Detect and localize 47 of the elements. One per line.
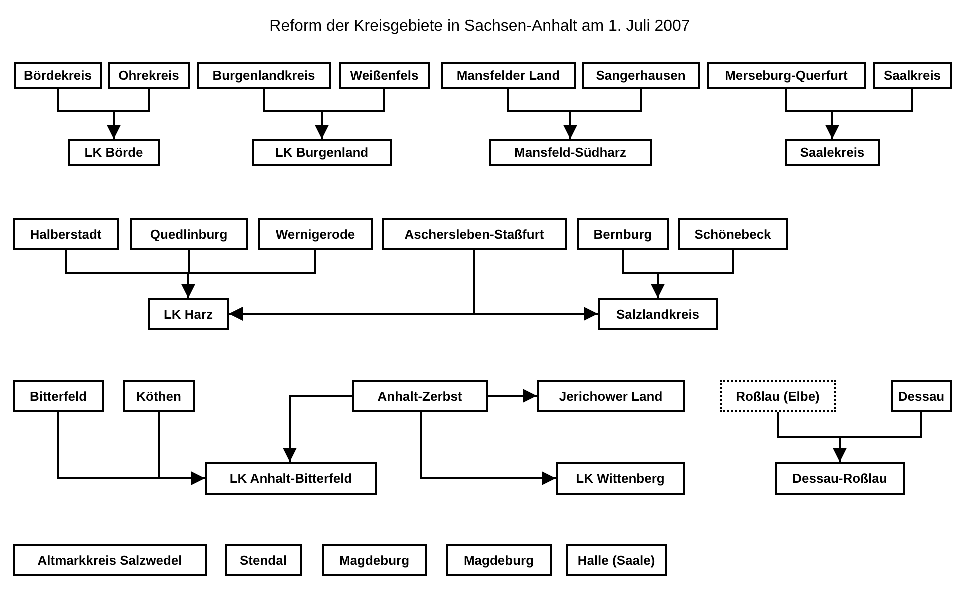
district-box: Saalkreis bbox=[873, 62, 952, 89]
district-box: Saalekreis bbox=[785, 139, 880, 166]
district-box: Schönebeck bbox=[678, 218, 788, 250]
district-box: Roßlau (Elbe) bbox=[720, 380, 836, 412]
district-box: Dessau-Roßlau bbox=[775, 462, 905, 495]
district-box: Anhalt-Zerbst bbox=[352, 380, 488, 412]
district-box: Halberstadt bbox=[13, 218, 119, 250]
district-box: Mansfelder Land bbox=[441, 62, 576, 89]
district-box: Burgenlandkreis bbox=[197, 62, 331, 89]
district-box: LK Harz bbox=[148, 298, 229, 330]
district-box: LK Börde bbox=[68, 139, 160, 166]
district-box: Magdeburg bbox=[322, 544, 427, 576]
district-box: Sangerhausen bbox=[582, 62, 700, 89]
district-box: LK Burgenland bbox=[252, 139, 392, 166]
district-box: Salzlandkreis bbox=[598, 298, 718, 330]
arrow bbox=[107, 89, 150, 139]
district-box: Altmarkkreis Salzwedel bbox=[13, 544, 207, 576]
arrow bbox=[473, 250, 598, 321]
arrow bbox=[833, 412, 922, 462]
district-box: Jerichower Land bbox=[537, 380, 685, 412]
district-box: Halle (Saale) bbox=[566, 544, 667, 576]
diagram-title: Reform der Kreisgebiete in Sachsen-Anhalt am 1. Juli 2007 bbox=[268, 18, 692, 36]
arrow bbox=[315, 89, 386, 139]
district-box: Wernigerode bbox=[258, 218, 373, 250]
district-box: Bernburg bbox=[577, 218, 669, 250]
district-box: Merseburg-Querfurt bbox=[707, 62, 866, 89]
arrow bbox=[564, 89, 642, 139]
district-box: Quedlinburg bbox=[130, 218, 248, 250]
district-box: Stendal bbox=[225, 544, 302, 576]
arrow bbox=[826, 89, 914, 139]
district-box: Ohrekreis bbox=[108, 62, 190, 89]
district-box: Weißenfels bbox=[339, 62, 430, 89]
arrow bbox=[488, 389, 537, 403]
district-box: Köthen bbox=[123, 380, 195, 412]
district-box: Bitterfeld bbox=[13, 380, 104, 412]
arrow bbox=[420, 412, 556, 486]
district-box: Aschersleben-Staßfurt bbox=[382, 218, 567, 250]
district-box: LK Wittenberg bbox=[556, 462, 685, 495]
district-box: Dessau bbox=[891, 380, 952, 412]
district-box: LK Anhalt-Bitterfeld bbox=[205, 462, 377, 495]
arrow bbox=[283, 395, 352, 462]
arrow bbox=[182, 250, 316, 298]
district-box: Mansfeld-Südharz bbox=[489, 139, 652, 166]
arrow bbox=[158, 412, 205, 486]
district-box: Bördekreis bbox=[14, 62, 102, 89]
district-box: Magdeburg bbox=[446, 544, 552, 576]
arrow bbox=[651, 250, 734, 298]
